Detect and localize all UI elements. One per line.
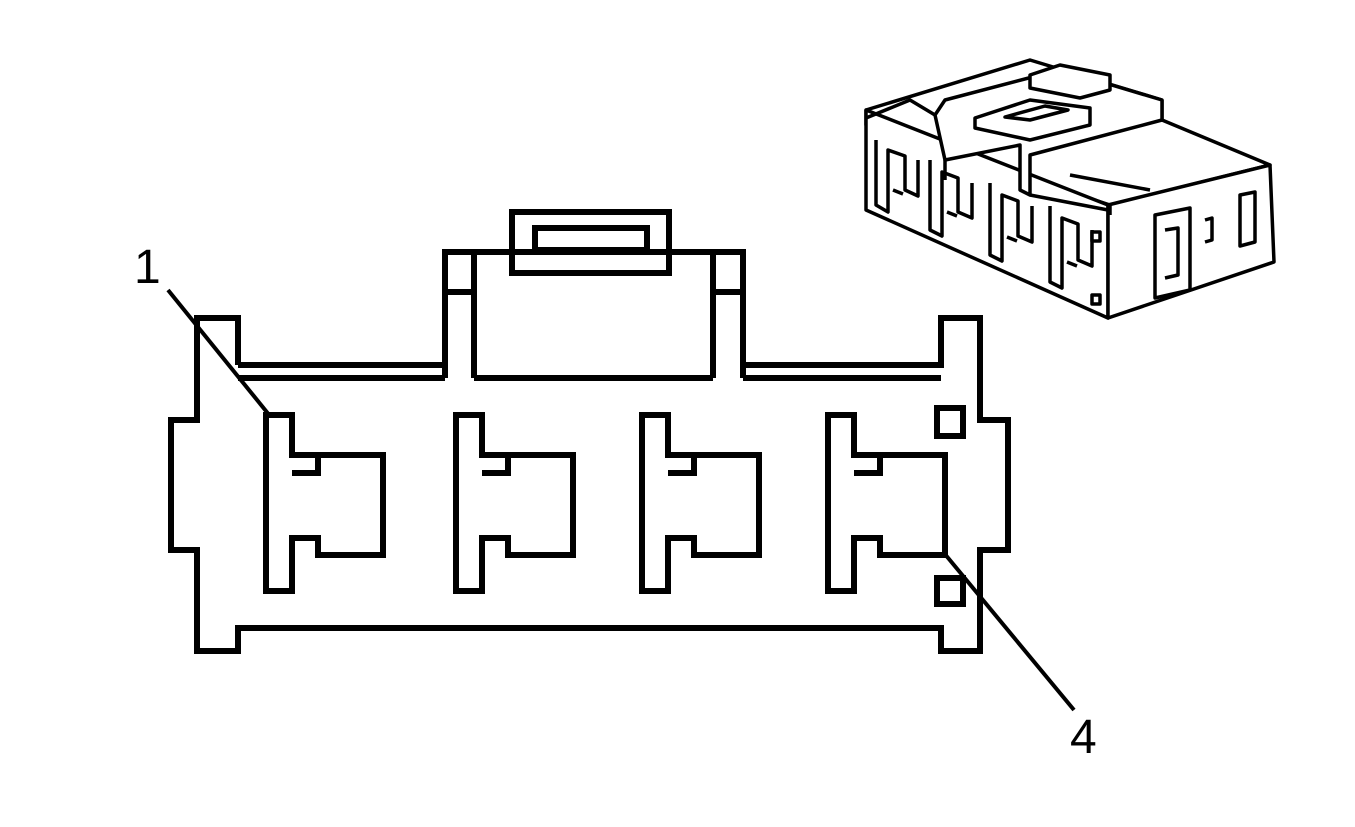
pin-label-4: 4: [1070, 711, 1097, 764]
cavity-4: [825, 412, 948, 594]
cavity-1: [263, 412, 386, 594]
connector-latch: [442, 209, 746, 378]
iso-cavity-notches: [892, 188, 1078, 268]
pin-callouts: 1 4: [134, 241, 1097, 764]
latch-tab-outer: [509, 209, 672, 276]
iso-latch-tab-inner: [1003, 104, 1070, 122]
latch-inner-posts: [471, 252, 716, 378]
iso-square-top: [1090, 230, 1102, 243]
iso-top-ridges: [865, 98, 1151, 215]
iso-end-detail-slot: [1153, 206, 1192, 300]
leader-line-pin-4: [942, 551, 1076, 712]
cavity-2: [453, 412, 576, 594]
iso-square-bottom: [1090, 293, 1102, 306]
index-square-top: [934, 405, 966, 439]
leader-line-pin-1: [166, 288, 272, 418]
iso-cavities: [874, 140, 1094, 290]
connector-housing: [168, 315, 1011, 654]
iso-end-detail-bar: [1204, 190, 1257, 248]
cavity-3: [639, 412, 762, 594]
pin-label-1: 1: [134, 241, 161, 294]
iso-latch-top-clip: [1028, 63, 1112, 100]
latch-tab-inner: [532, 225, 650, 253]
connector-isometric-view: [864, 58, 1276, 320]
terminal-cavities: [263, 412, 948, 594]
index-square-bottom: [934, 575, 966, 607]
connector-front-view: [168, 209, 1011, 654]
